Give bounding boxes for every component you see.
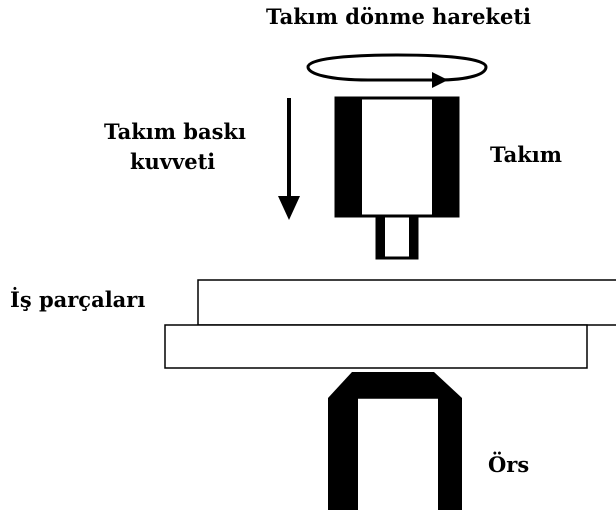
- workpieces: [164, 279, 616, 369]
- force-label-line2: kuvveti: [130, 149, 215, 174]
- tool-label: Takım: [490, 142, 562, 167]
- upper-workpiece: [197, 279, 616, 326]
- rotation-label: Takım dönme hareketi: [266, 4, 531, 29]
- anvil: [328, 372, 462, 510]
- tool: [334, 96, 460, 260]
- anvil-label: Örs: [488, 452, 529, 477]
- lower-workpiece: [164, 324, 588, 369]
- rotation-arrow: [306, 53, 488, 88]
- workpieces-label: İş parçaları: [10, 287, 145, 312]
- force-arrow: [278, 98, 300, 220]
- force-label-line1: Takım baskı: [104, 119, 246, 144]
